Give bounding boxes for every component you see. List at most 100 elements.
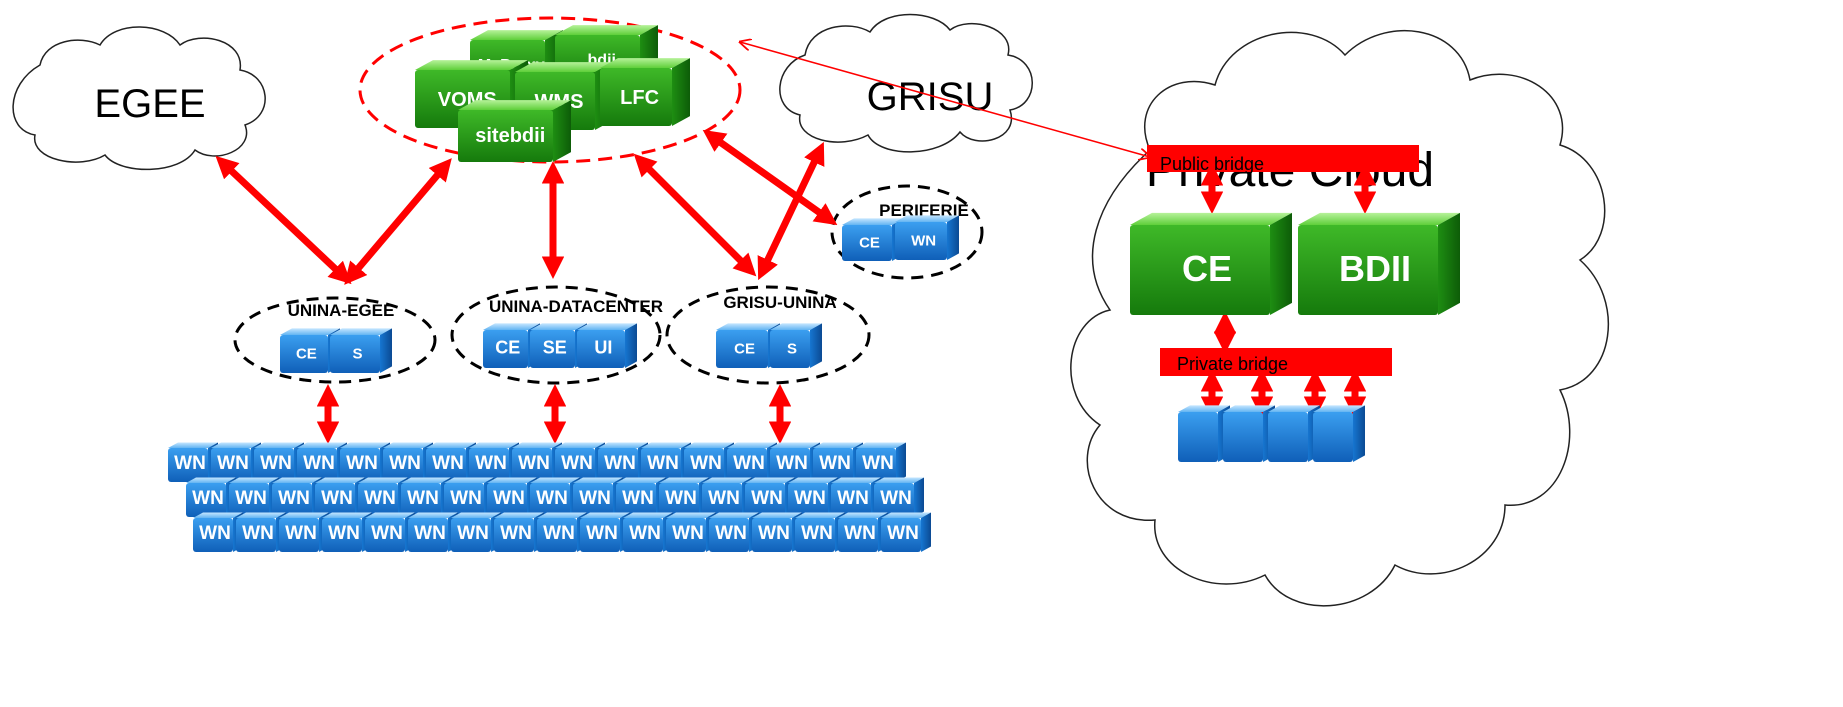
private-cloud-vm-cube-3 <box>1268 405 1320 462</box>
service-cube-lfc-label: LFC <box>620 87 659 109</box>
egee-cloud: EGEE <box>12 26 266 171</box>
wn-cube-r3-c5: WN <box>365 512 415 552</box>
wn-cube-r3-c9-label: WN <box>543 523 575 544</box>
service-cube-sitebdii-label: sitebdii <box>475 125 545 147</box>
wn-cube-r3-c11-label: WN <box>629 523 661 544</box>
wn-cube-r1-c1: WN <box>168 442 218 482</box>
wn-cube-r2-c2-label: WN <box>235 488 267 509</box>
wn-cube-r1-c10-label: WN <box>561 453 593 474</box>
wn-cube-r2-c8-label: WN <box>493 488 525 509</box>
private-cloud: Private Cloud <box>1070 29 1609 607</box>
wn-cube-r1-c1-label: WN <box>174 453 206 474</box>
wn-cube-r1-c13: WN <box>684 442 734 482</box>
unina-datacenter-cube-ui-label: UI <box>594 338 612 358</box>
wn-cube-r2-c5-label: WN <box>364 488 396 509</box>
private-cloud-cube-bdii: BDII <box>1298 212 1460 315</box>
wn-cube-r1-c17-label: WN <box>862 453 894 474</box>
wn-cube-r3-c15-label: WN <box>801 523 833 544</box>
wn-cube-r2-c11: WN <box>616 477 666 517</box>
wn-cube-r2-c5: WN <box>358 477 408 517</box>
wn-cube-r3-c3-label: WN <box>285 523 317 544</box>
wn-cube-r2-c1: WN <box>186 477 236 517</box>
wn-cube-r1-c11-label: WN <box>604 453 636 474</box>
private-cloud-cube-ce-label: CE <box>1182 248 1232 289</box>
wn-cube-r3-c10-label: WN <box>586 523 618 544</box>
arrow-central-to-periferie <box>702 129 838 226</box>
wn-cube-r3-c12: WN <box>666 512 716 552</box>
wn-cube-r3-c16-label: WN <box>844 523 876 544</box>
private-cloud-vm-cube-1 <box>1178 405 1230 462</box>
wn-cube-r3-c17: WN <box>881 512 931 552</box>
wn-cube-r2-c16: WN <box>831 477 881 517</box>
wn-cube-r3-c2: WN <box>236 512 286 552</box>
arrow-egee-to-unina-egee <box>215 155 352 285</box>
wn-cube-r1-c15: WN <box>770 442 820 482</box>
wn-cube-r2-c12: WN <box>659 477 709 517</box>
wn-cube-r3-c3: WN <box>279 512 329 552</box>
wn-cube-r2-c7-label: WN <box>450 488 482 509</box>
wn-cube-r1-c3: WN <box>254 442 304 482</box>
wn-cube-r2-c17: WN <box>874 477 924 517</box>
wn-cube-r3-c13: WN <box>709 512 759 552</box>
wn-cube-r2-c13: WN <box>702 477 752 517</box>
wn-cube-r1-c6: WN <box>383 442 433 482</box>
public-bridge-label: Public bridge <box>1160 154 1264 174</box>
wn-cube-r1-c2: WN <box>211 442 261 482</box>
wn-cube-r3-c4-label: WN <box>328 523 360 544</box>
wn-cube-r3-c2-label: WN <box>242 523 274 544</box>
wn-cube-r3-c5-label: WN <box>371 523 403 544</box>
wn-cube-r1-c14-label: WN <box>733 453 765 474</box>
wn-cube-r3-c7: WN <box>451 512 501 552</box>
wn-cube-r3-c16: WN <box>838 512 888 552</box>
site-periferie-label: PERIFERIE <box>879 201 969 220</box>
wn-cube-r2-c4-label: WN <box>321 488 353 509</box>
periferie-cube-wn: WN <box>895 215 959 260</box>
wn-cube-r1-c3-label: WN <box>260 453 292 474</box>
unina-datacenter-cube-ce-label: CE <box>495 338 520 358</box>
wn-cube-r2-c6-label: WN <box>407 488 439 509</box>
wn-cube-r1-c6-label: WN <box>389 453 421 474</box>
wn-cube-r2-c6: WN <box>401 477 451 517</box>
wn-cube-r3-c15: WN <box>795 512 845 552</box>
private-cloud-cube-ce: CE <box>1130 212 1292 315</box>
site-periferie-ellipse <box>830 184 984 280</box>
wn-cube-r3-c17-label: WN <box>887 523 919 544</box>
grisu-cloud: GRISU <box>779 13 1033 153</box>
thick-arrows <box>215 129 1377 444</box>
private-cloud-vm-cube-4 <box>1313 405 1365 462</box>
wn-cube-r2-c14-label: WN <box>751 488 783 509</box>
wn-cube-r1-c17: WN <box>856 442 906 482</box>
private-bridge-label: Private bridge <box>1177 354 1288 374</box>
wn-cube-r1-c12-label: WN <box>647 453 679 474</box>
link-central-to-public-bridge <box>740 42 1150 157</box>
site-unina-egee-label: UNINA-EGEE <box>288 301 395 320</box>
private-bridge-bar <box>1160 348 1392 376</box>
wn-cube-r3-c6: WN <box>408 512 458 552</box>
wn-cube-r2-c15: WN <box>788 477 838 517</box>
wn-cube-r1-c2-label: WN <box>217 453 249 474</box>
arrow-grisu-to-grisu-unina <box>757 141 825 281</box>
unina-egee-cube-ce-label: CE <box>296 346 317 363</box>
grisu-unina-cube-s: S <box>770 323 822 368</box>
wn-cube-r3-c8: WN <box>494 512 544 552</box>
site-unina-egee-ellipse <box>233 296 437 384</box>
wn-cube-r2-c12-label: WN <box>665 488 697 509</box>
wn-cube-r1-c16: WN <box>813 442 863 482</box>
wn-cube-r2-c15-label: WN <box>794 488 826 509</box>
unina-egee-cube-s-label: S <box>352 346 362 363</box>
wn-cube-r1-c14: WN <box>727 442 777 482</box>
wn-cube-r3-c10: WN <box>580 512 630 552</box>
wn-cube-r1-c8: WN <box>469 442 519 482</box>
wn-cube-r1-c13-label: WN <box>690 453 722 474</box>
wn-cube-r3-c1: WN <box>193 512 243 552</box>
service-cube-sitebdii: sitebdii <box>458 100 571 162</box>
arrow-central-to-grisu-unina <box>633 153 757 277</box>
wn-cube-r2-c9: WN <box>530 477 580 517</box>
wn-cube-r3-c4: WN <box>322 512 372 552</box>
wn-cube-r2-c1-label: WN <box>192 488 224 509</box>
wn-cube-r1-c16-label: WN <box>819 453 851 474</box>
wn-cube-r1-c9-label: WN <box>518 453 550 474</box>
wn-cube-r1-c5-label: WN <box>346 453 378 474</box>
